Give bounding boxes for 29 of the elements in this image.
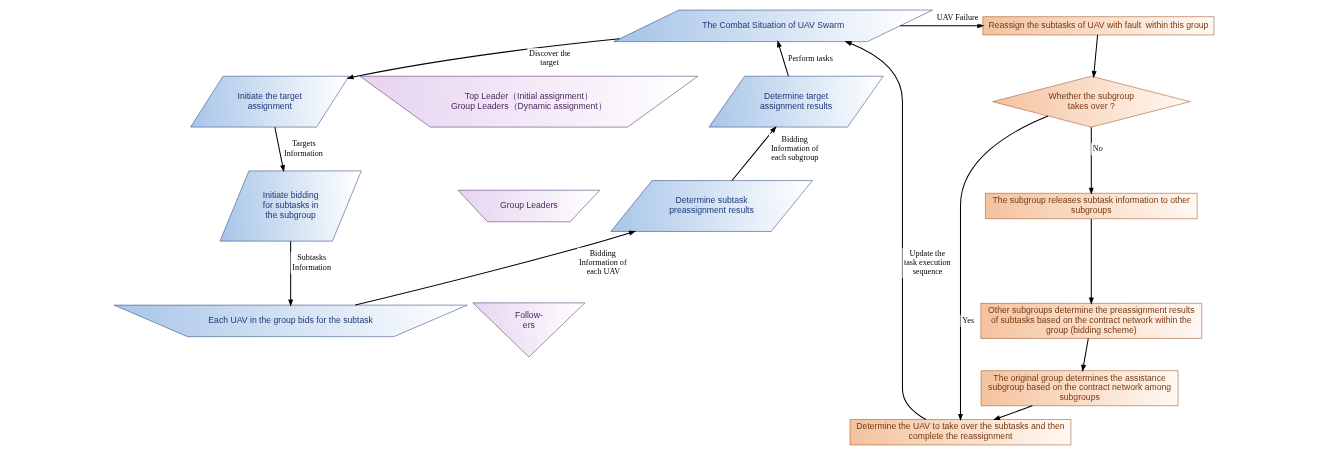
arrow xyxy=(899,23,985,29)
arrow xyxy=(844,41,927,420)
edge-label: Update the task execution sequence xyxy=(903,248,951,277)
edge-label: Bidding Information of each subgroup xyxy=(770,134,819,163)
node-diamond: Whether the subgroup takes over ? xyxy=(992,75,1191,128)
arrow xyxy=(274,126,285,173)
arrow xyxy=(1091,34,1099,79)
node-box: The subgroup releases subtask information to other subgroups xyxy=(985,193,1198,219)
arrow xyxy=(1081,337,1089,372)
arrow xyxy=(1088,126,1094,195)
node-box: Determine the UAV to take over the subtasks and then complete the reassignment xyxy=(849,419,1072,446)
arrow xyxy=(731,126,777,182)
node-box: Other subgroups determine the preassignment results of subtasks based on the contract network within the group (bidding scheme) xyxy=(980,303,1202,339)
arrow xyxy=(1088,218,1094,305)
arrow xyxy=(346,38,620,80)
edge-label: Subtasks Information xyxy=(292,253,331,272)
edge-label: Yes xyxy=(962,315,975,325)
edge-label: Discover the target xyxy=(529,49,571,68)
edge-label: Targets Information xyxy=(284,139,323,158)
edge-label: Perform tasks xyxy=(787,53,833,63)
arrow xyxy=(354,230,637,306)
arrow xyxy=(993,405,1033,420)
edge-label: UAV Failure xyxy=(936,13,979,23)
edge-label: No xyxy=(1092,143,1103,153)
arrow xyxy=(288,240,294,307)
edge-label: Bidding Information of each UAV xyxy=(579,248,627,277)
node-box: The original group determines the assistance subgroup based on the contract network among subgroups xyxy=(980,370,1179,406)
arrow xyxy=(777,40,789,77)
node-box: Reassign the subtasks of UAV with fault within this group xyxy=(982,16,1215,36)
